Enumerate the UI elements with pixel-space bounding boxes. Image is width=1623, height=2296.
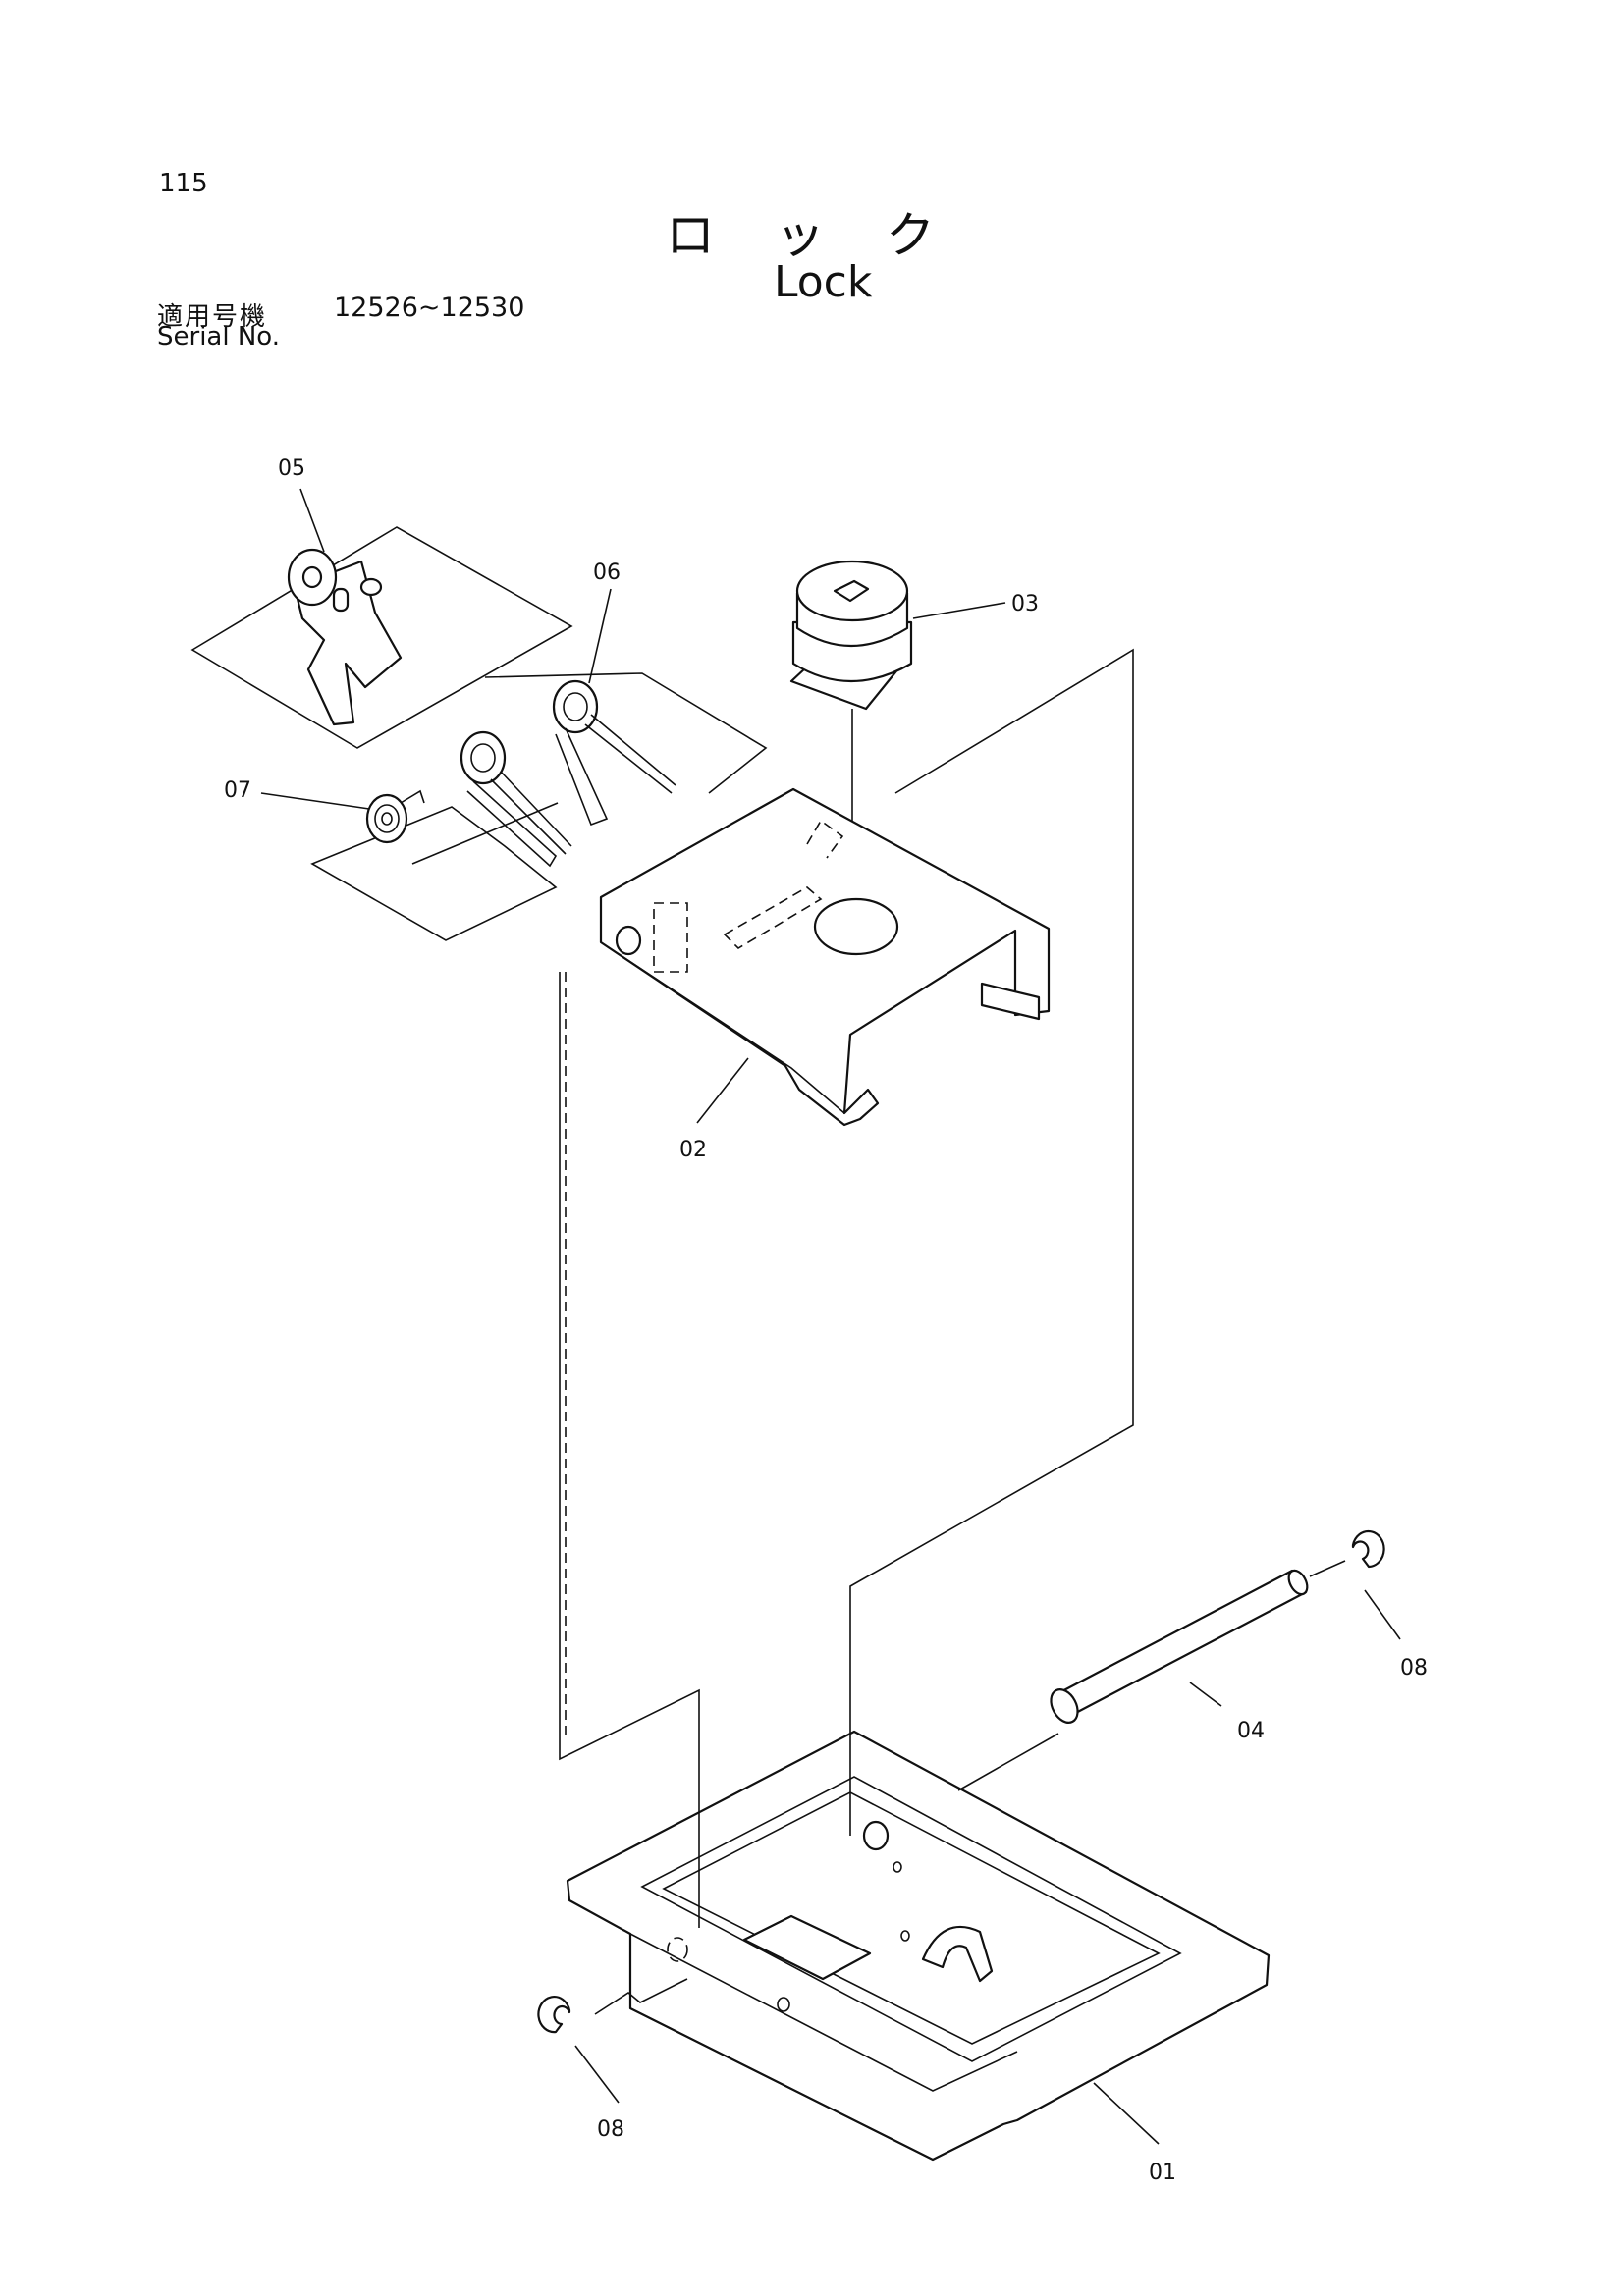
- base-inner-recess: [640, 1776, 1182, 2062]
- spring-leg-mid-a: [490, 771, 572, 855]
- spring-leg-06a: [584, 714, 676, 794]
- leader-05: [299, 488, 325, 553]
- base-recess-floor: [662, 1791, 1161, 2045]
- assembly-plane-06b: [411, 802, 559, 865]
- leader-02: [696, 1057, 749, 1124]
- latch-stud: [359, 577, 383, 597]
- bracket-edge: [600, 941, 845, 1114]
- spring-coil-mid: [460, 730, 507, 785]
- leader-lines: [260, 488, 1401, 2145]
- bracket-hidden-tab: [723, 886, 823, 950]
- assembly-line-snap-left: [594, 1978, 688, 2015]
- assembly-line-snap-right: [1309, 1560, 1346, 1577]
- coil-spring-07-tail: [400, 789, 425, 804]
- label-01: 01: [1149, 2161, 1176, 2185]
- assembly-plane-07: [310, 806, 558, 941]
- spring-leg-06b: [555, 727, 609, 827]
- page-number: 115: [159, 169, 208, 198]
- part-08-snap-ring-right: [1351, 1529, 1385, 1569]
- spring-leg-mid-b: [466, 780, 558, 868]
- serial-range: 12526~12530: [334, 293, 525, 323]
- bracket-hidden-slot: [653, 902, 688, 973]
- part-labels: 05 06 03 07 02 04 08 08 01: [224, 456, 1428, 2185]
- part-08-snap-ring-left: [537, 1995, 571, 2034]
- pin-end: [1050, 1688, 1079, 1724]
- bracket-lock-hole: [813, 897, 899, 956]
- spring-coil-06: [552, 679, 599, 734]
- serial-label-english: Serial No.: [157, 322, 280, 351]
- serial-label-japanese: 適用号機: [157, 302, 268, 332]
- assembly-line-pin: [957, 1733, 1059, 1791]
- key-slot: [833, 579, 870, 603]
- part-05-latch: [190, 526, 573, 749]
- base-small-hole-2: [900, 1930, 910, 1942]
- coil-spring-07-inner: [374, 804, 400, 833]
- assembly-line-right: [849, 648, 1134, 1836]
- bracket-hidden-hole: [806, 819, 844, 859]
- label-08-right: 08: [1400, 1656, 1428, 1681]
- snap-ring-right-shape: [1351, 1529, 1385, 1569]
- part-04-pin: [1050, 1569, 1309, 1724]
- leader-08-right: [1364, 1589, 1401, 1640]
- label-02: 02: [679, 1138, 707, 1162]
- leader-08-left: [574, 2045, 620, 2104]
- leader-07: [260, 792, 370, 810]
- title-english: Lock: [774, 257, 873, 307]
- label-03: 03: [1011, 592, 1039, 616]
- coil-spring-07-core: [381, 812, 393, 826]
- latch-boss-hole: [301, 565, 323, 589]
- base-edge: [629, 1933, 1018, 2092]
- label-06: 06: [593, 561, 621, 585]
- base-square-cutout: [742, 1914, 872, 1981]
- pin-shaft: [1055, 1569, 1308, 1718]
- leader-01: [1093, 2082, 1160, 2145]
- latch-pin: [332, 587, 350, 613]
- title-japanese: ロック: [666, 207, 996, 264]
- part-02-bracket: [599, 787, 1051, 1127]
- part-03-lock-cylinder: [789, 560, 913, 927]
- base-small-hole: [893, 1861, 902, 1873]
- label-04: 04: [1237, 1719, 1265, 1743]
- assembly-lines: [559, 648, 1346, 2015]
- label-05: 05: [278, 456, 305, 481]
- part-01-base-plate: [566, 1730, 1271, 2162]
- base-hole: [862, 1820, 890, 1851]
- coil-spring-07: [365, 793, 408, 844]
- spring-coil-mid-inner: [470, 743, 496, 773]
- assembly-plane-06: [484, 672, 768, 794]
- part-07-coil-spring: [310, 789, 558, 941]
- leader-03: [912, 602, 1006, 619]
- spring-coil-06-inner: [563, 692, 588, 721]
- base-side-hole: [777, 1997, 790, 2012]
- base-outer-flange: [566, 1730, 1271, 2162]
- bracket-tab: [980, 982, 1041, 1021]
- label-08-left: 08: [597, 2117, 624, 2142]
- label-07: 07: [224, 778, 251, 803]
- leader-06: [588, 588, 612, 684]
- assembly-line-left: [559, 972, 700, 1928]
- bracket-pin-hole: [615, 925, 642, 956]
- pin-tip: [1287, 1569, 1309, 1596]
- part-06-springs: [411, 672, 768, 868]
- base-hidden-hole: [667, 1937, 688, 1962]
- base-clip: [921, 1925, 994, 1983]
- bracket-body: [599, 787, 1051, 1127]
- snap-ring-left-shape: [537, 1995, 571, 2034]
- leader-04: [1189, 1682, 1222, 1707]
